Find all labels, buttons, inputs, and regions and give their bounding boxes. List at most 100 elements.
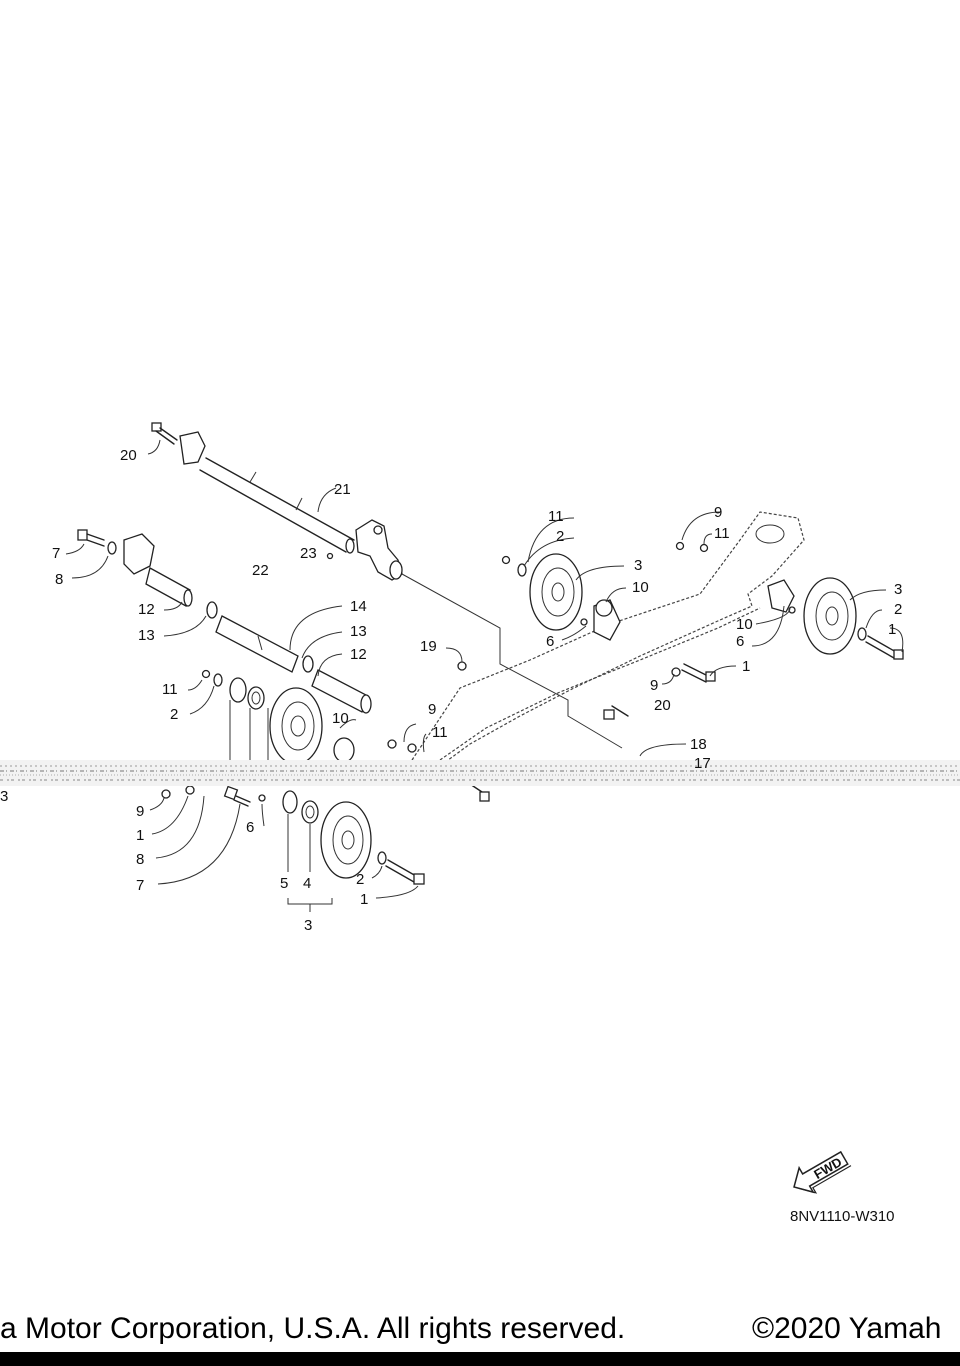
callout-8: 8: [136, 851, 144, 868]
callout-6: 6: [246, 819, 254, 836]
callout-9: 9: [650, 677, 658, 694]
shaft-14: [215, 615, 299, 673]
callout-20: 20: [654, 697, 671, 714]
leader-lines: [65, 439, 904, 899]
callout-18: 18: [690, 736, 707, 753]
callout-7: 7: [52, 545, 60, 562]
callout-21: 21: [334, 481, 351, 498]
callout-9: 9: [428, 701, 436, 718]
collar-12-left: [145, 567, 191, 607]
callout-3: 3: [0, 788, 8, 805]
callout-11: 11: [432, 724, 448, 741]
bolt-1-right: [865, 635, 904, 660]
bracket-front-left: [123, 533, 155, 575]
upper-shaft-assembly: [151, 422, 623, 749]
scan-artifact-band: [0, 760, 960, 786]
bolt-20-center: [603, 709, 615, 720]
slide-rail-frame: [411, 511, 805, 767]
callout-2: 2: [170, 706, 178, 723]
callout-1: 1: [888, 621, 896, 638]
callout-13: 13: [350, 623, 367, 640]
callout-6: 6: [736, 633, 744, 650]
collar-12-right: [311, 669, 369, 713]
washer-13-right: [302, 655, 314, 673]
callout-2: 2: [894, 601, 902, 618]
mid-wheel-assembly: [501, 553, 716, 683]
drawing-code: 8NV1110-W310: [790, 1208, 895, 1225]
callout-11: 11: [548, 508, 564, 525]
callout-12: 12: [350, 646, 367, 663]
callout-17: 17: [694, 755, 711, 772]
rear-wheel-assembly: [675, 541, 904, 660]
callout-20: 20: [120, 447, 137, 464]
washer-8-upper: [107, 541, 117, 555]
callout-10: 10: [632, 579, 649, 596]
grease-nipple-23: [326, 552, 334, 560]
callout-3: 3: [304, 917, 312, 934]
collar-6-center: [580, 618, 588, 626]
callout-19: 19: [420, 638, 437, 655]
circlip-5-upper: [229, 677, 247, 703]
rail-outline: [411, 511, 805, 767]
rail-cutout: [755, 524, 785, 544]
collar-6-right: [788, 606, 796, 614]
bolt-20: [151, 422, 178, 445]
footer-copyright-right: ©2020 Yamah: [752, 1312, 941, 1345]
collar-6-left: [258, 794, 266, 802]
bolt-11-left: [201, 669, 211, 679]
callout-1: 1: [742, 658, 750, 675]
fwd-arrow-icon: FWD: [793, 1150, 852, 1194]
callout-13: 13: [138, 627, 155, 644]
spacer-10-left: [333, 737, 355, 763]
wheel-3-right: [803, 577, 857, 655]
wheel-3-center: [529, 553, 583, 631]
bolt-7-lower: [223, 785, 251, 807]
circlip-5-lower: [282, 790, 298, 814]
washer-2-left: [213, 673, 223, 687]
bearing-4-lower: [301, 800, 319, 824]
washer-2-lower: [377, 851, 387, 865]
callout-4: 4: [303, 875, 311, 892]
callout-12: 12: [138, 601, 155, 618]
wheel-3-lower-left: [320, 801, 372, 879]
bolt-11-mid: [407, 743, 417, 753]
callout-9: 9: [136, 803, 144, 820]
callout-1: 1: [136, 827, 144, 844]
footer-bar: [0, 1352, 960, 1366]
callout-9: 9: [714, 504, 722, 521]
callout-1: 1: [360, 891, 368, 908]
bolt-1-center: [681, 663, 716, 683]
callout-6: 6: [546, 633, 554, 650]
callout-23: 23: [300, 545, 317, 562]
bracket-upper-left: [179, 431, 206, 465]
callout-5: 5: [280, 875, 288, 892]
callout-10: 10: [332, 710, 349, 727]
bolt-9-right: [675, 541, 685, 551]
bolt-19: [457, 661, 467, 671]
washer-2-center: [517, 563, 527, 577]
callout-2: 2: [556, 528, 564, 545]
callout-7: 7: [136, 877, 144, 894]
callout-8: 8: [55, 571, 63, 588]
spacer-10-right: [767, 579, 795, 613]
callout-3: 3: [894, 581, 902, 598]
footer-copyright-left: a Motor Corporation, U.S.A. All rights r…: [0, 1312, 625, 1345]
callout-11: 11: [714, 525, 730, 542]
bearing-4-upper: [247, 686, 265, 710]
callout-22: 22: [252, 562, 269, 579]
front-left-wheel-assembly: [161, 669, 490, 912]
bolt-11-center: [501, 555, 511, 565]
callout-2: 2: [356, 871, 364, 888]
callout-14: 14: [350, 598, 367, 615]
callout-labels: 20 21 23 22 7 8 12 13 14 13 12 11 2 10 9…: [0, 447, 902, 934]
bolt-9-center: [671, 667, 681, 677]
front-shaft-assembly: [77, 529, 372, 714]
callout-11: 11: [162, 681, 178, 698]
callout-10: 10: [736, 616, 753, 633]
wheel-3-upper-left: [269, 687, 323, 765]
bolt-7-upper: [77, 529, 105, 547]
callout-3: 3: [634, 557, 642, 574]
bolt-9-left: [387, 739, 397, 749]
shaft-21: [199, 457, 355, 554]
